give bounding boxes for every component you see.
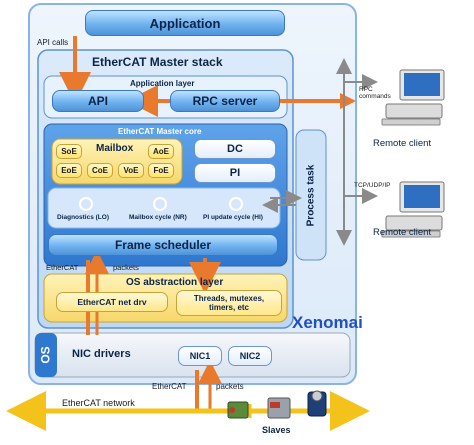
master-core-title: EtherCAT Master core [118, 127, 202, 136]
pi-update-cycle-label: PI update cycle (HI) [203, 214, 263, 221]
mailbox-title: Mailbox [96, 143, 134, 154]
api-calls-label: API calls [37, 38, 69, 47]
soe-pill: SoE [56, 144, 82, 159]
tcp-udp-ip-label: TCP/UDP/IP [354, 182, 391, 189]
process-task-label-wrap: Process task [297, 131, 325, 259]
net-drv-box: EtherCAT net drv [56, 292, 168, 312]
ethercat-network-label: EtherCAT network [62, 398, 135, 408]
os-abstraction-title: OS abstraction layer [126, 277, 224, 288]
foe-pill: FoE [148, 163, 174, 178]
voe-pill: VoE [118, 163, 144, 178]
nic1-box: NIC1 [178, 346, 222, 366]
eoe-label: EoE [61, 166, 77, 175]
foe-label: FoE [153, 166, 169, 175]
slave-device-icon [227, 390, 327, 419]
threads-box: Threads, mutexes, timers, etc [176, 290, 282, 316]
rpc-commands-label: RPC commands [359, 86, 391, 100]
aoe-label: AoE [153, 147, 169, 156]
packets-bottom-label: packets [216, 382, 244, 391]
rpc-server-label: RPC server [192, 94, 258, 108]
remote-client-1-label: Remote client [373, 138, 432, 149]
application-label: Application [149, 15, 221, 31]
eoe-pill: EoE [56, 163, 82, 178]
frame-scheduler-label: Frame scheduler [114, 238, 212, 252]
mailbox-cycle-label: Mailbox cycle (NR) [129, 214, 187, 221]
api-label: API [87, 94, 108, 108]
master-stack-title: EtherCAT Master stack [92, 55, 223, 69]
soe-label: SoE [61, 147, 77, 156]
nic2-label: NIC2 [239, 351, 261, 361]
packets-label: packets [113, 263, 139, 272]
coe-label: CoE [92, 166, 108, 175]
application-layer-title: Application layer [130, 79, 195, 88]
xenomai-label: Xenomai [292, 313, 363, 332]
remote-client-2-label: Remote client [373, 227, 432, 238]
slaves-label: Slaves [262, 425, 291, 435]
nic-drivers-label: NIC drivers [72, 348, 131, 360]
computer-icon [381, 181, 445, 238]
diagnostics-label: Diagnostics (LO) [57, 214, 110, 221]
ethercat-bottom-label: EtherCAT [152, 382, 187, 391]
threads-label: Threads, mutexes, timers, etc [193, 294, 265, 312]
dc-label: DC [227, 143, 243, 155]
pi-label: PI [229, 167, 241, 179]
api-box: API [52, 90, 144, 112]
os-side-label-bg [35, 333, 57, 377]
aoe-pill: AoE [148, 144, 174, 159]
computer-icon [381, 69, 445, 126]
ethercat-label: EtherCAT [46, 263, 79, 272]
coe-pill: CoE [87, 163, 113, 178]
nic1-label: NIC1 [189, 351, 211, 361]
os-label: OS [39, 346, 53, 364]
os-side-label-wrap: OS [35, 333, 57, 377]
pi-box: PI [194, 163, 276, 183]
voe-label: VoE [123, 166, 139, 175]
nic2-box: NIC2 [228, 346, 272, 366]
dc-box: DC [194, 139, 276, 159]
cycle-icon [79, 197, 243, 211]
net-drv-label: EtherCAT net drv [77, 297, 147, 307]
process-task-label: Process task [305, 164, 317, 226]
application-box: Application [85, 10, 285, 36]
frame-scheduler-box: Frame scheduler [48, 234, 278, 256]
rpc-server-box: RPC server [170, 90, 280, 112]
